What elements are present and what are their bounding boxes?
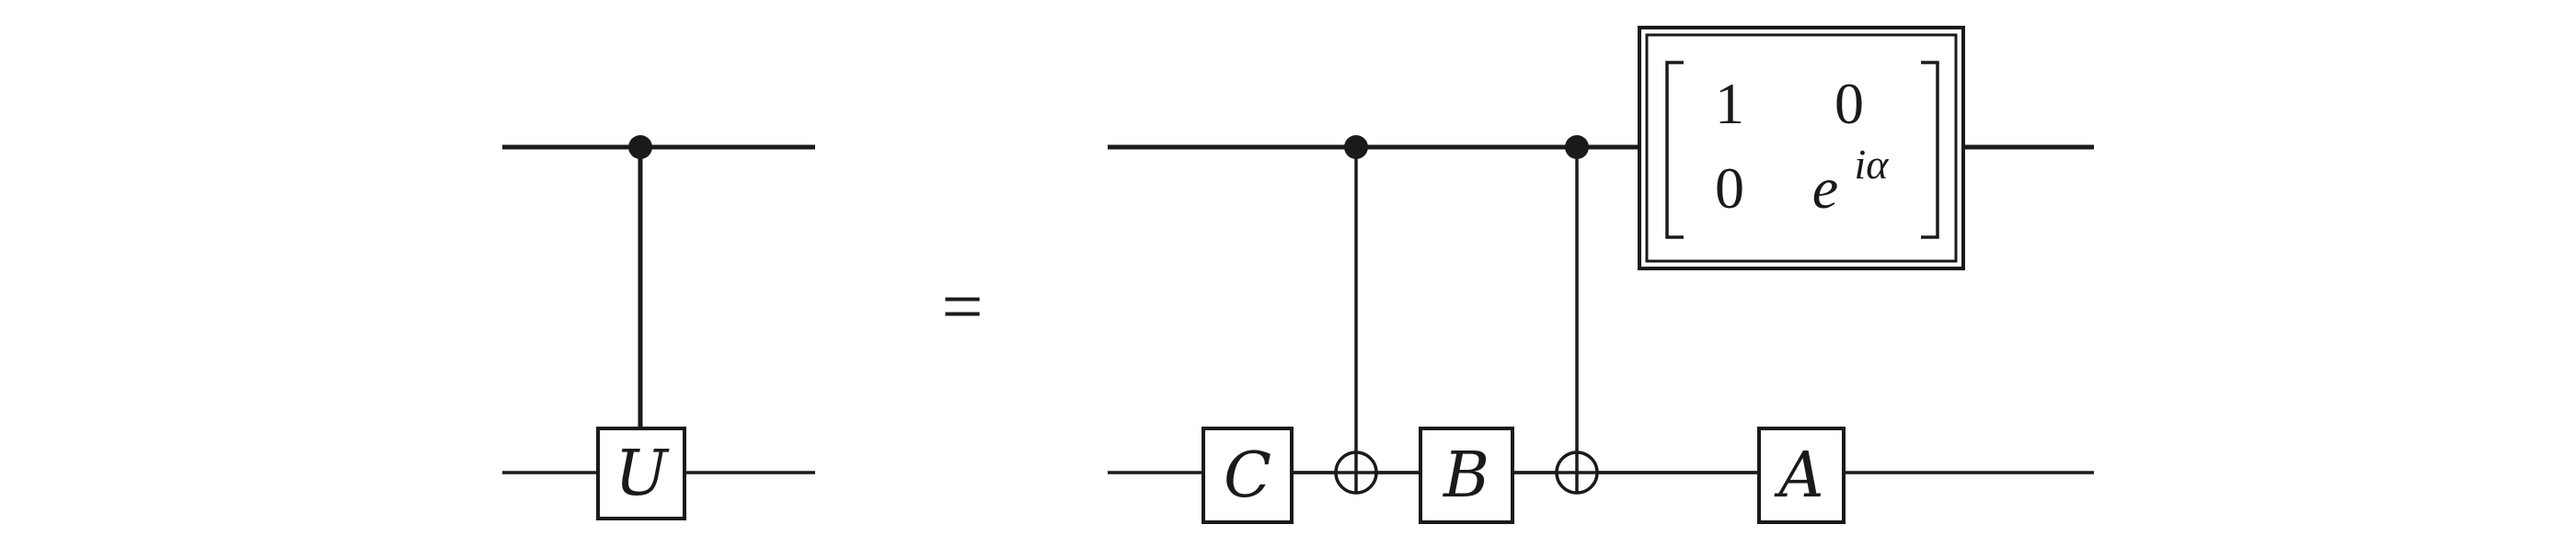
cnot-1-target-icon [1334, 451, 1378, 495]
gate-b-box [1419, 427, 1514, 524]
matrix-left-bracket [1665, 61, 1684, 239]
matrix-entry-r2c2-exponent: iα [1855, 141, 1890, 188]
phase-matrix-box-inner [1645, 33, 1958, 263]
gate-a-box [1757, 427, 1846, 524]
left-control-dot [628, 135, 652, 159]
equals-sign: = [941, 267, 983, 348]
left-circuit: U [502, 135, 815, 520]
right-circuit: C B A 1 0 0 e iα [1108, 26, 2094, 524]
cnot-2 [1555, 135, 1599, 495]
matrix-entry-r2c2-base: e [1812, 155, 1838, 221]
gate-b: B [1419, 427, 1514, 524]
matrix-entry-r1c2: 0 [1834, 71, 1864, 136]
gate-a: A [1757, 427, 1846, 524]
cnot-2-target-icon [1555, 451, 1599, 495]
gate-b-label: B [1442, 439, 1489, 512]
matrix-entry-r2c1: 0 [1715, 155, 1744, 221]
gate-u-box [596, 427, 686, 520]
phase-matrix-gate: 1 0 0 e iα [1638, 26, 1965, 270]
matrix-entry-r2c2: e iα [1812, 141, 1890, 221]
gate-c: C [1202, 427, 1294, 524]
matrix-right-bracket [1921, 61, 1939, 239]
cnot-1-control-dot [1344, 135, 1368, 159]
gate-a-label: A [1773, 439, 1823, 512]
gate-u-label: U [615, 438, 670, 510]
matrix-entry-r1c1: 1 [1715, 71, 1744, 136]
phase-matrix-box-outer [1638, 26, 1965, 270]
cnot-2-control-dot [1565, 135, 1589, 159]
gate-u: U [596, 427, 686, 520]
cnot-1 [1334, 135, 1378, 495]
gate-c-box [1202, 427, 1294, 524]
gate-c-label: C [1224, 439, 1271, 512]
